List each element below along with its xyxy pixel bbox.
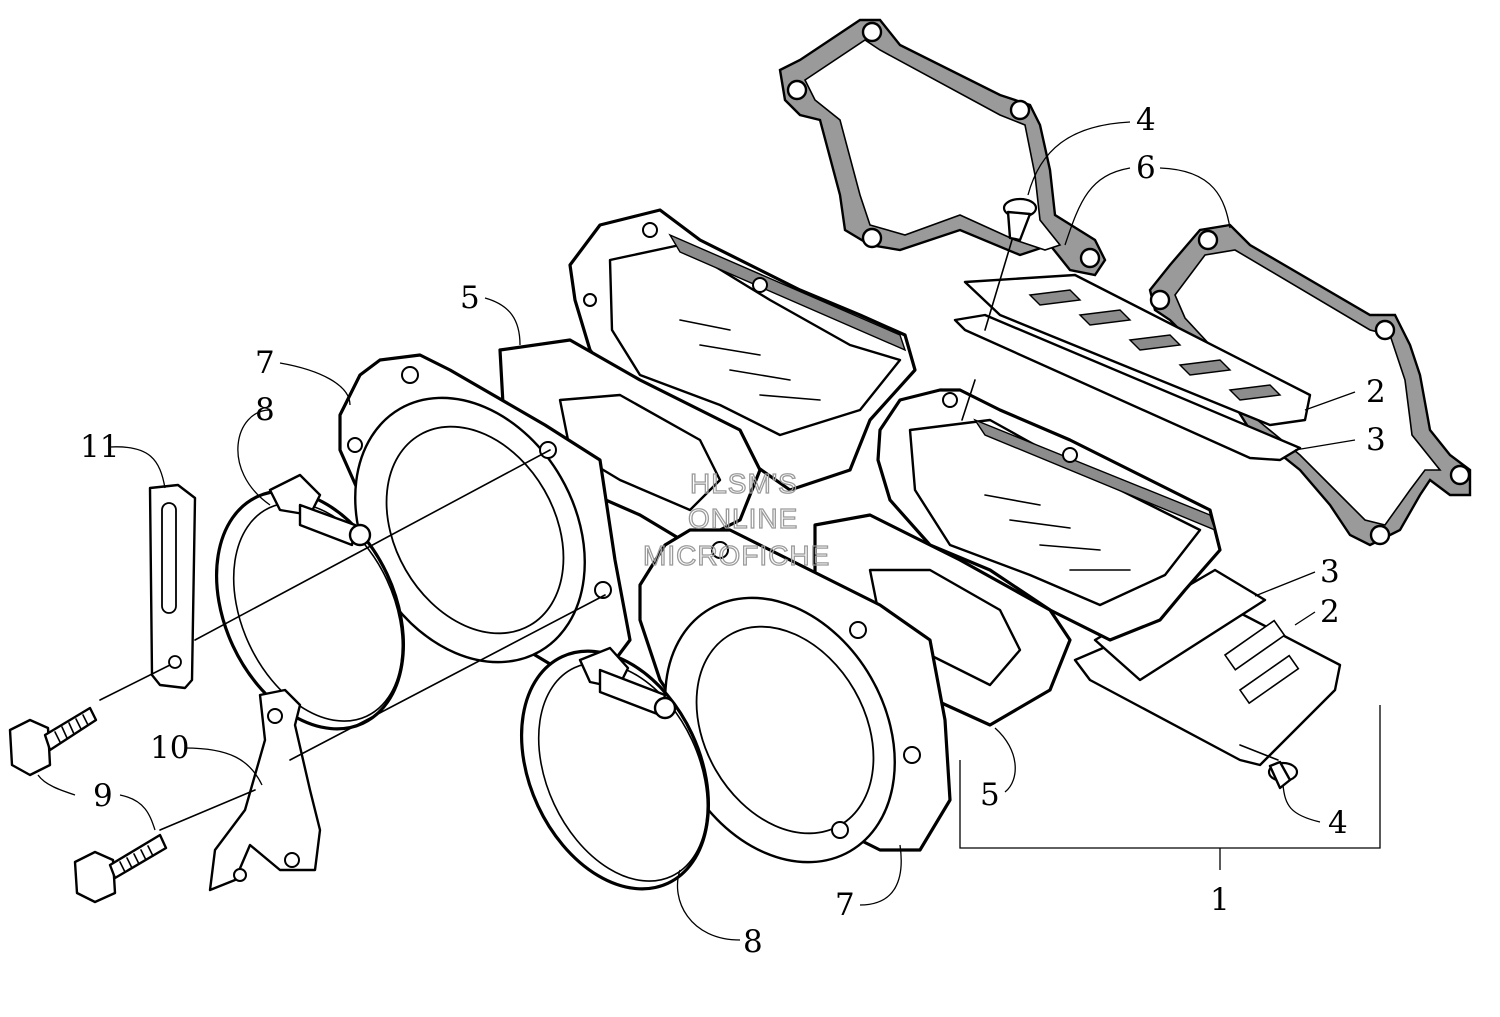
callout-2-upper: 2	[1366, 374, 1386, 410]
alignment-lines	[99, 239, 1279, 831]
reed-cage-upper	[568, 208, 917, 492]
mounting-bracket	[208, 688, 322, 892]
bracket-plate	[148, 483, 197, 690]
callout-11: 11	[80, 429, 119, 465]
callout-1: 1	[1210, 882, 1230, 918]
watermark-line-2: ONLINE	[688, 503, 798, 534]
intake-flange-lower	[638, 528, 952, 864]
callout-4-upper: 4	[1136, 102, 1156, 138]
intake-flange-upper	[338, 353, 632, 682]
callout-3-lower: 3	[1320, 554, 1340, 590]
reed-stop-upper	[953, 313, 1302, 462]
callout-7-lower: 7	[835, 887, 855, 923]
gasket-upper-left	[778, 18, 1107, 277]
callout-8-lower: 8	[743, 924, 763, 960]
watermark-line-1: HLSM'S	[690, 468, 798, 499]
watermark-line-3: MICROFICHE	[643, 540, 830, 571]
callout-9: 9	[93, 778, 113, 814]
hose-clamp-upper	[214, 473, 406, 731]
reed-cage-lower	[876, 388, 1222, 642]
callout-5-lower: 5	[980, 777, 1000, 813]
screw-lower	[1267, 760, 1299, 790]
watermark: HLSM'S ONLINE MICROFICHE	[642, 467, 830, 571]
callout-6: 6	[1136, 150, 1156, 186]
callout-5-upper: 5	[460, 280, 480, 316]
bolt-lower	[73, 833, 168, 904]
screw-upper	[1002, 197, 1038, 242]
leader-lines	[37, 121, 1381, 941]
gasket-right	[1148, 223, 1472, 547]
callout-3-upper: 3	[1366, 422, 1386, 458]
callout-8-upper: 8	[255, 392, 275, 428]
bolt-upper	[8, 706, 98, 777]
callout-7-upper: 7	[255, 345, 275, 381]
hose-clamp-lower	[519, 646, 711, 891]
reed-petal-upper	[963, 273, 1312, 427]
callout-numbers: 4 6 2 3 3 2 4 1 5 5 7 7 8 8 11 10 9	[80, 102, 1386, 960]
callout-10: 10	[150, 730, 189, 766]
callout-4-lower: 4	[1328, 805, 1348, 841]
callout-2-lower: 2	[1320, 594, 1340, 630]
